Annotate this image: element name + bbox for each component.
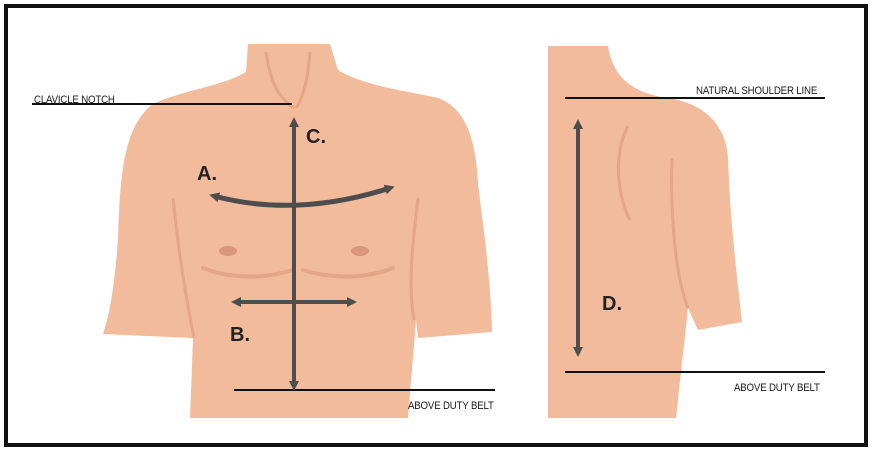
clavicle-notch-label: CLAVICLE NOTCH [34, 94, 115, 106]
diagram-frame: CLAVICLE NOTCH ABOVE DUTY BELT NATURAL S… [4, 4, 868, 447]
front-above-duty-belt-label: ABOVE DUTY BELT [408, 400, 494, 412]
natural-shoulder-line-label: NATURAL SHOULDER LINE [696, 85, 817, 97]
front-torso-silhouette [103, 44, 492, 418]
front-torso-figure [103, 44, 492, 418]
marker-b-label: B. [230, 324, 250, 347]
left-nipple [219, 246, 237, 256]
marker-c-label: C. [306, 126, 326, 149]
back-above-duty-belt-label: ABOVE DUTY BELT [734, 382, 820, 394]
right-nipple [351, 246, 369, 256]
marker-d-label: D. [602, 293, 622, 316]
marker-a-label: A. [197, 163, 217, 186]
